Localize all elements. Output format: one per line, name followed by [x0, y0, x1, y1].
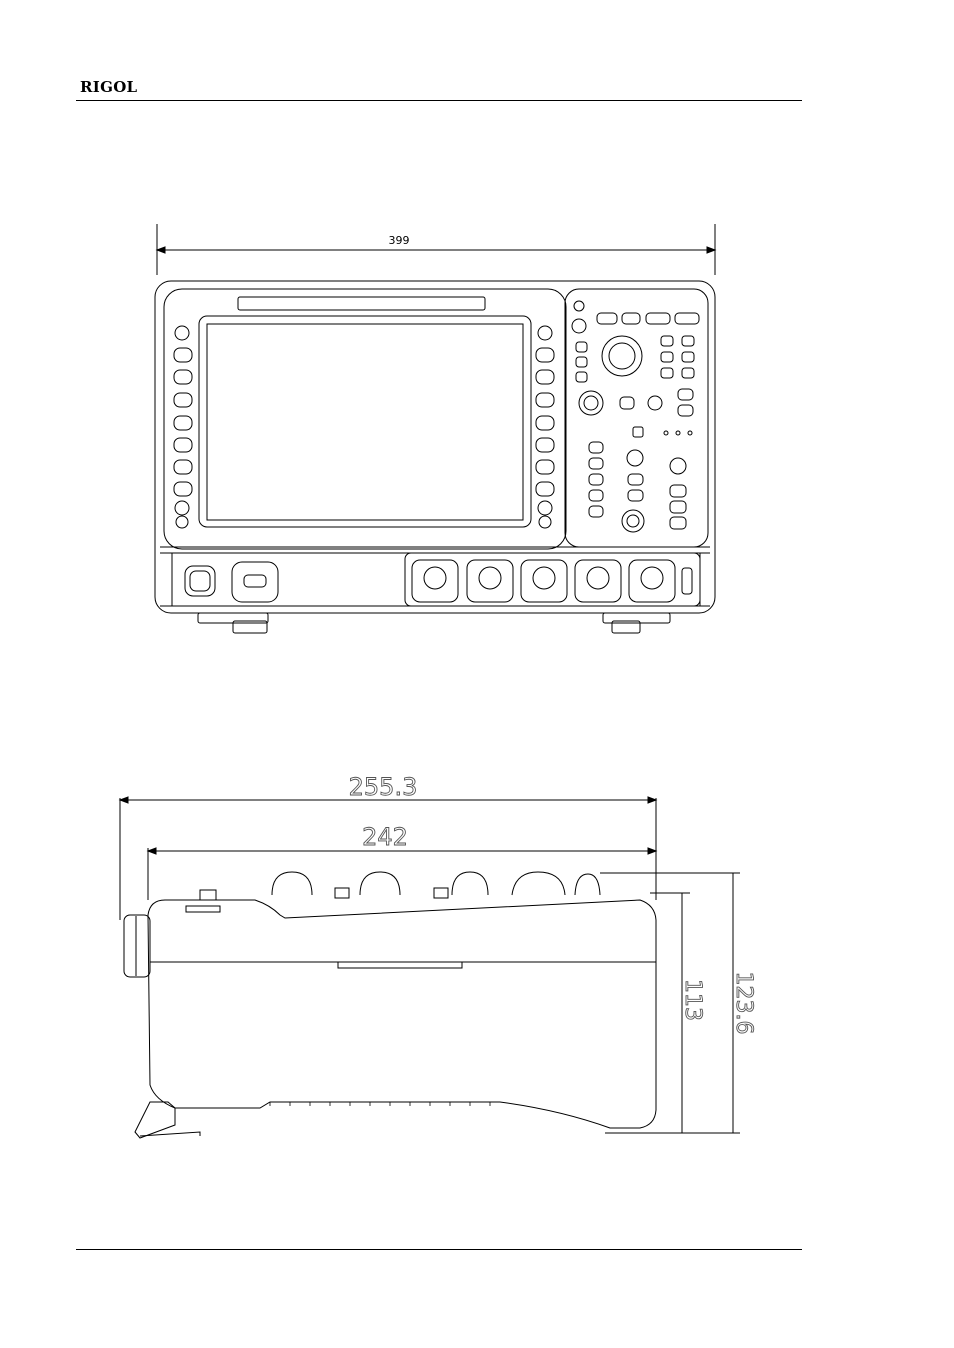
footer-rule — [76, 1249, 802, 1250]
side-body-depth-dim: 242 — [362, 823, 408, 851]
side-overall-depth-dim: 255.3 — [349, 773, 418, 801]
side-overall-height-dim: 123.6 — [731, 972, 756, 1035]
side-body-height-dim: 113 — [680, 979, 705, 1021]
